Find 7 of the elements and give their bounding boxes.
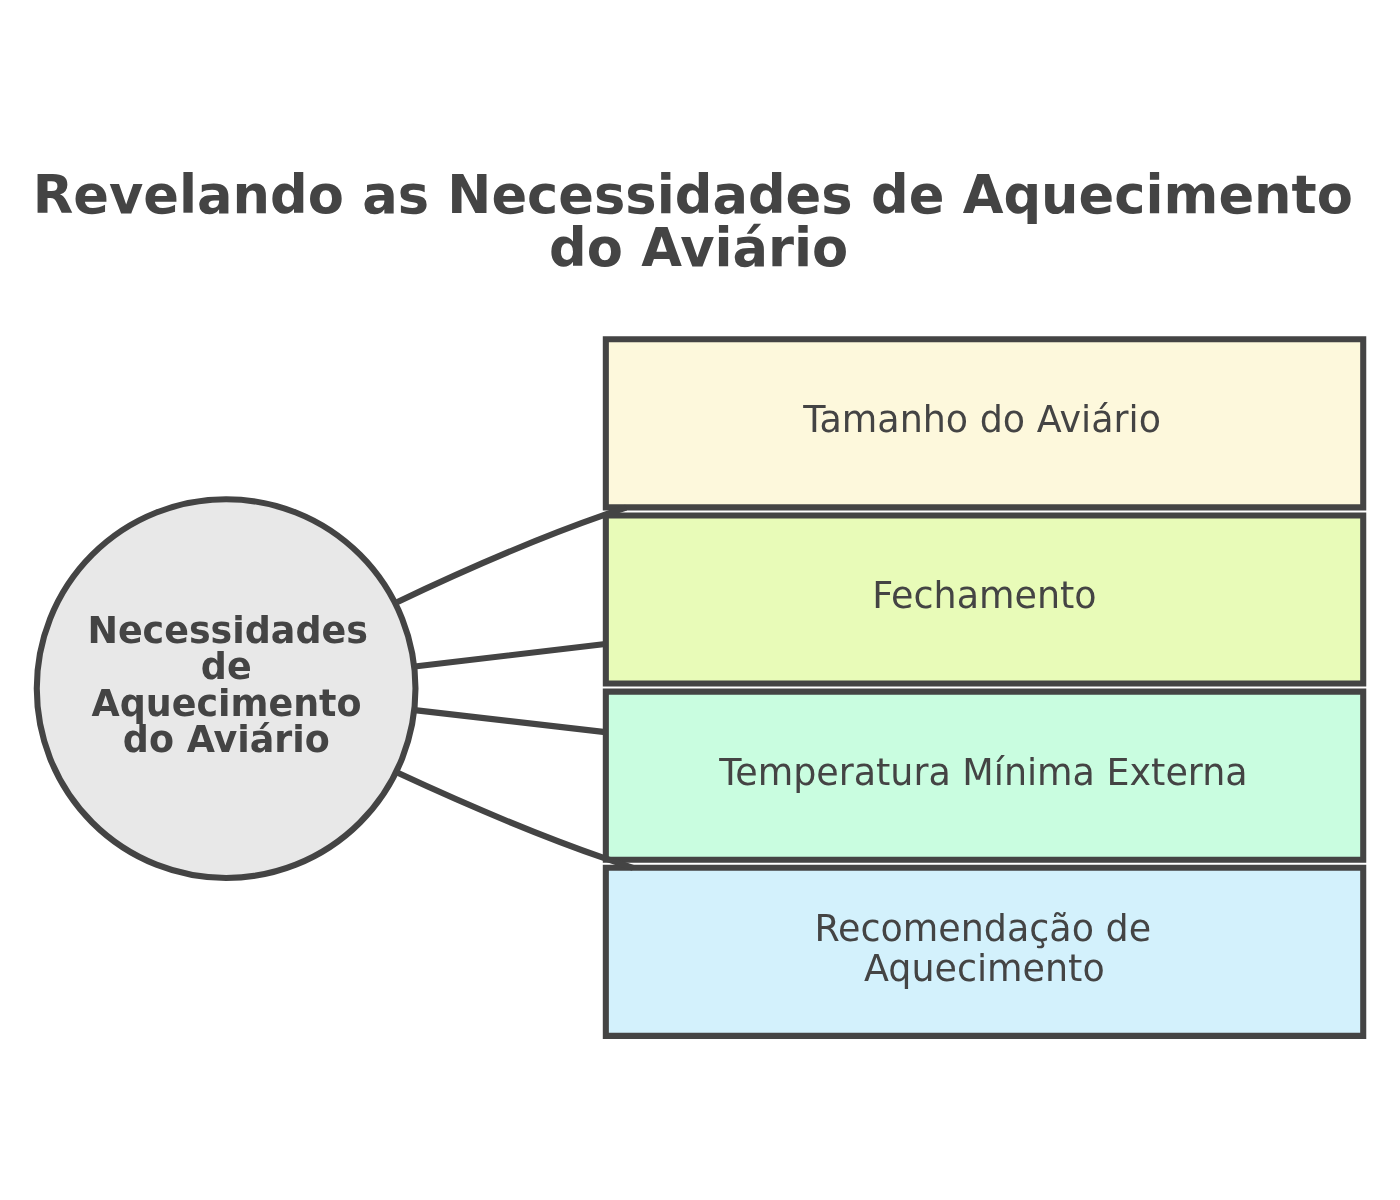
node-box: Recomendação de Aquecimento (602, 864, 1367, 1039)
node-circle: Necessidades de Aquecimento do Aviário (33, 495, 419, 881)
node-box: Temperatura Mínima Externa (602, 688, 1367, 863)
diagram-title: Revelando as Necessidades de Aquecimento do Aviário (32, 163, 1353, 278)
node-box: Tamanho do Aviário (602, 335, 1367, 510)
node-box: Fechamento (602, 511, 1367, 687)
connector (395, 769, 634, 871)
